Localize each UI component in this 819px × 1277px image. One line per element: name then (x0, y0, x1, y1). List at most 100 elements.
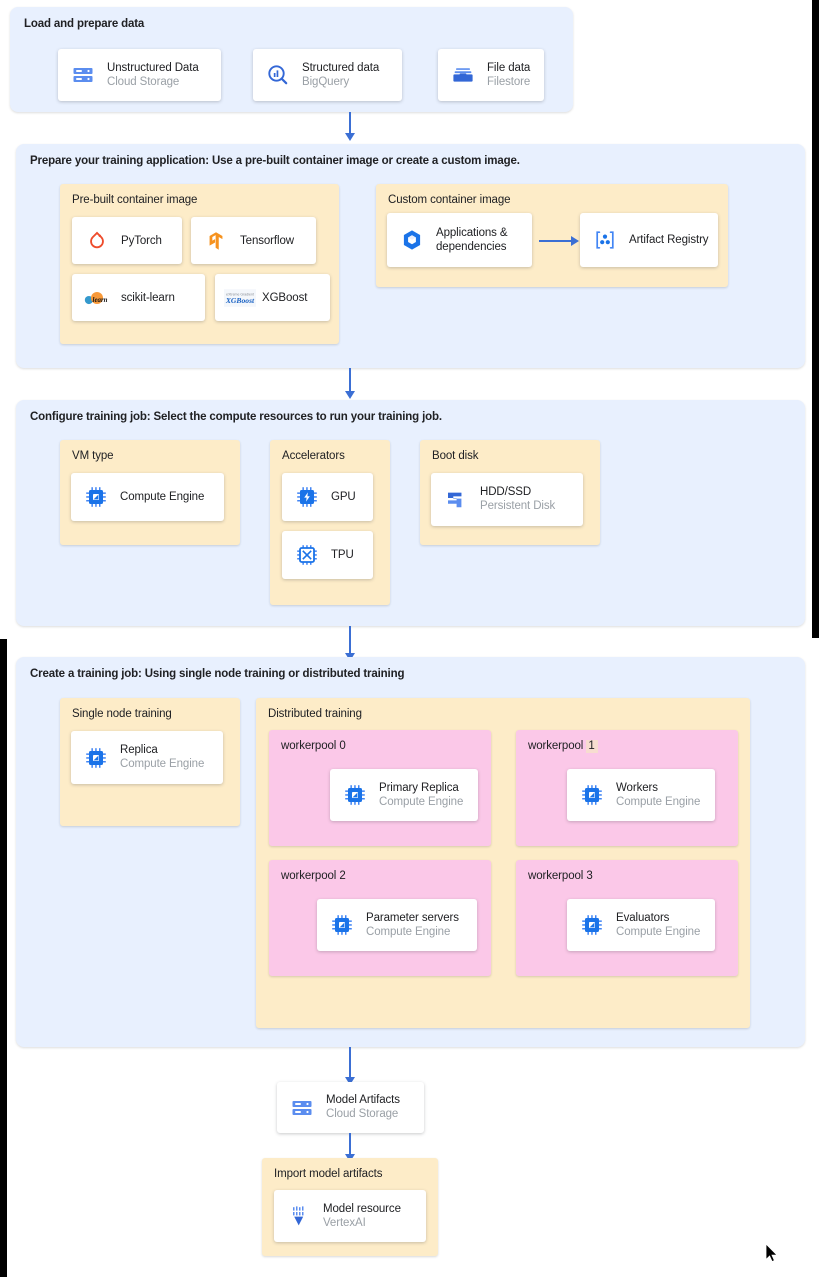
group-accelerators: Accelerators GPU (270, 440, 390, 605)
group-distributed-training: Distributed training workerpool 0 (256, 698, 750, 1028)
group-label: Custom container image (388, 194, 511, 206)
card-subtitle: Compute Engine (616, 795, 701, 808)
card-gpu[interactable]: GPU (282, 473, 373, 521)
workerpool-label: workerpool 1 (528, 740, 598, 753)
card-title: Applications & dependencies (436, 226, 508, 254)
card-model-resource[interactable]: Model resource VertexAI (274, 1190, 426, 1242)
group-boot-disk: Boot disk HDD/SSD Persistent Disk (420, 440, 600, 545)
card-pytorch[interactable]: PyTorch (72, 217, 182, 264)
group-single-node-training: Single node training Replica Comp (60, 698, 240, 826)
card-file-data[interactable]: File data Filestore (438, 49, 544, 101)
card-subtitle: Cloud Storage (326, 1108, 399, 1120)
workerpool-label-prefix: workerpool (528, 740, 584, 752)
mouse-cursor (765, 1243, 778, 1263)
compute-engine-icon (83, 484, 109, 510)
cloud-storage-icon (289, 1095, 315, 1121)
card-replica[interactable]: Replica Compute Engine (71, 731, 223, 784)
pytorch-icon (84, 228, 110, 254)
card-title: GPU (331, 491, 356, 503)
stage-prepare-training-application: Prepare your training application: Use a… (16, 144, 805, 368)
stage-title: Configure training job: Select the compu… (30, 411, 442, 423)
card-title: File data (487, 61, 531, 74)
artifact-registry-icon (592, 227, 618, 253)
stage-create-training-job: Create a training job: Using single node… (16, 657, 805, 1047)
card-applications-and-dependencies[interactable]: Applications & dependencies (387, 213, 532, 267)
workerpool-index: 0 (339, 740, 346, 752)
workerpool-label: workerpool 0 (281, 740, 346, 752)
svg-text:XGBoost: XGBoost (225, 296, 255, 305)
card-parameter-servers[interactable]: Parameter servers Compute Engine (317, 899, 489, 963)
card-title: Primary Replica (379, 781, 459, 794)
card-model-artifacts[interactable]: Model Artifacts Cloud Storage (277, 1082, 424, 1133)
workerpool-label-prefix: workerpool (528, 870, 584, 882)
group-import-model-artifacts: Import model artifacts Model resource Ve… (262, 1158, 438, 1256)
card-compute-engine[interactable]: Compute Engine (71, 473, 224, 521)
card-title: scikit-learn (121, 291, 175, 304)
workerpool-label: workerpool 3 (528, 870, 593, 882)
card-subtitle: Compute Engine (379, 795, 464, 808)
stage-title: Prepare your training application: Use a… (30, 155, 520, 167)
card-xgboost[interactable]: eXtreme Gradient XGBoost XGBoost (215, 274, 330, 321)
card-unstructured-data[interactable]: Unstructured Data Cloud Storage (58, 49, 221, 101)
card-title: Artifact Registry (629, 234, 709, 246)
vertex-model-icon (286, 1203, 312, 1229)
card-subtitle: Compute Engine (366, 925, 451, 938)
compute-engine-icon (329, 912, 355, 938)
card-workers[interactable]: Workers Compute Engine (567, 769, 727, 833)
card-title: Workers (616, 781, 658, 794)
card-hdd-ssd[interactable]: HDD/SSD Persistent Disk (431, 473, 583, 526)
card-title: Model resource (323, 1202, 401, 1215)
card-primary-replica[interactable]: Primary Replica Compute Engine (330, 769, 478, 821)
workerpool-label-prefix: workerpool (281, 740, 337, 752)
workerpool-0: workerpool 0 (269, 730, 491, 846)
card-subtitle: Compute Engine (616, 925, 701, 938)
workerpool-1: workerpool 1 (516, 730, 738, 846)
compute-engine-icon (83, 745, 109, 771)
card-subtitle: BigQuery (302, 75, 350, 88)
group-label: Pre-built container image (72, 194, 198, 206)
scikit-learn-icon: learn (84, 285, 110, 311)
card-evaluators[interactable]: Evaluators Compute Engine (567, 899, 727, 963)
svg-text:learn: learn (93, 296, 108, 303)
card-subtitle: VertexAI (323, 1216, 366, 1229)
group-label: Single node training (72, 708, 172, 720)
card-title: Evaluators (616, 911, 670, 924)
workerpool-index: 2 (339, 870, 346, 882)
workerpool-3: workerpool 3 (516, 860, 738, 976)
card-title: Model Artifacts (326, 1094, 400, 1106)
group-custom-container-image: Custom container image Applications & de… (376, 184, 728, 287)
workerpool-label-prefix: workerpool (281, 870, 337, 882)
card-artifact-registry[interactable]: Artifact Registry (580, 213, 718, 267)
card-subtitle: Filestore (487, 75, 531, 88)
group-label: Boot disk (432, 450, 479, 462)
group-label: Distributed training (268, 708, 362, 720)
tpu-icon (294, 542, 320, 568)
bigquery-icon (265, 62, 291, 88)
persistent-disk-icon (443, 487, 469, 513)
card-tensorflow[interactable]: Tensorflow (191, 217, 316, 264)
card-title: XGBoost (262, 291, 308, 304)
cloud-storage-icon (70, 62, 96, 88)
viewport-edge-right (812, 0, 819, 638)
card-structured-data[interactable]: Structured data BigQuery (253, 49, 402, 101)
card-subtitle: Cloud Storage (107, 75, 180, 88)
stage-title: Load and prepare data (24, 18, 145, 30)
card-title: Parameter servers (366, 911, 459, 924)
compute-engine-icon (342, 782, 368, 808)
workerpool-index: 1 (586, 740, 598, 753)
card-title: Structured data (302, 61, 380, 74)
stage-configure-training-job: Configure training job: Select the compu… (16, 400, 805, 626)
card-title: Tensorflow (240, 234, 294, 247)
card-scikit-learn[interactable]: learn scikit-learn (72, 274, 205, 321)
svg-text:eXtreme Gradient: eXtreme Gradient (226, 292, 254, 296)
stage-title: Create a training job: Using single node… (30, 668, 405, 680)
group-label: Accelerators (282, 450, 345, 462)
filestore-icon (450, 62, 476, 88)
stage-load-and-prepare-data: Load and prepare data Unstructured Data … (10, 7, 573, 112)
workerpool-label: workerpool 2 (281, 870, 346, 882)
card-tpu[interactable]: TPU (282, 531, 373, 579)
container-icon (399, 227, 425, 253)
compute-engine-icon (579, 782, 605, 808)
group-label: Import model artifacts (274, 1168, 383, 1180)
card-title: PyTorch (121, 234, 162, 247)
